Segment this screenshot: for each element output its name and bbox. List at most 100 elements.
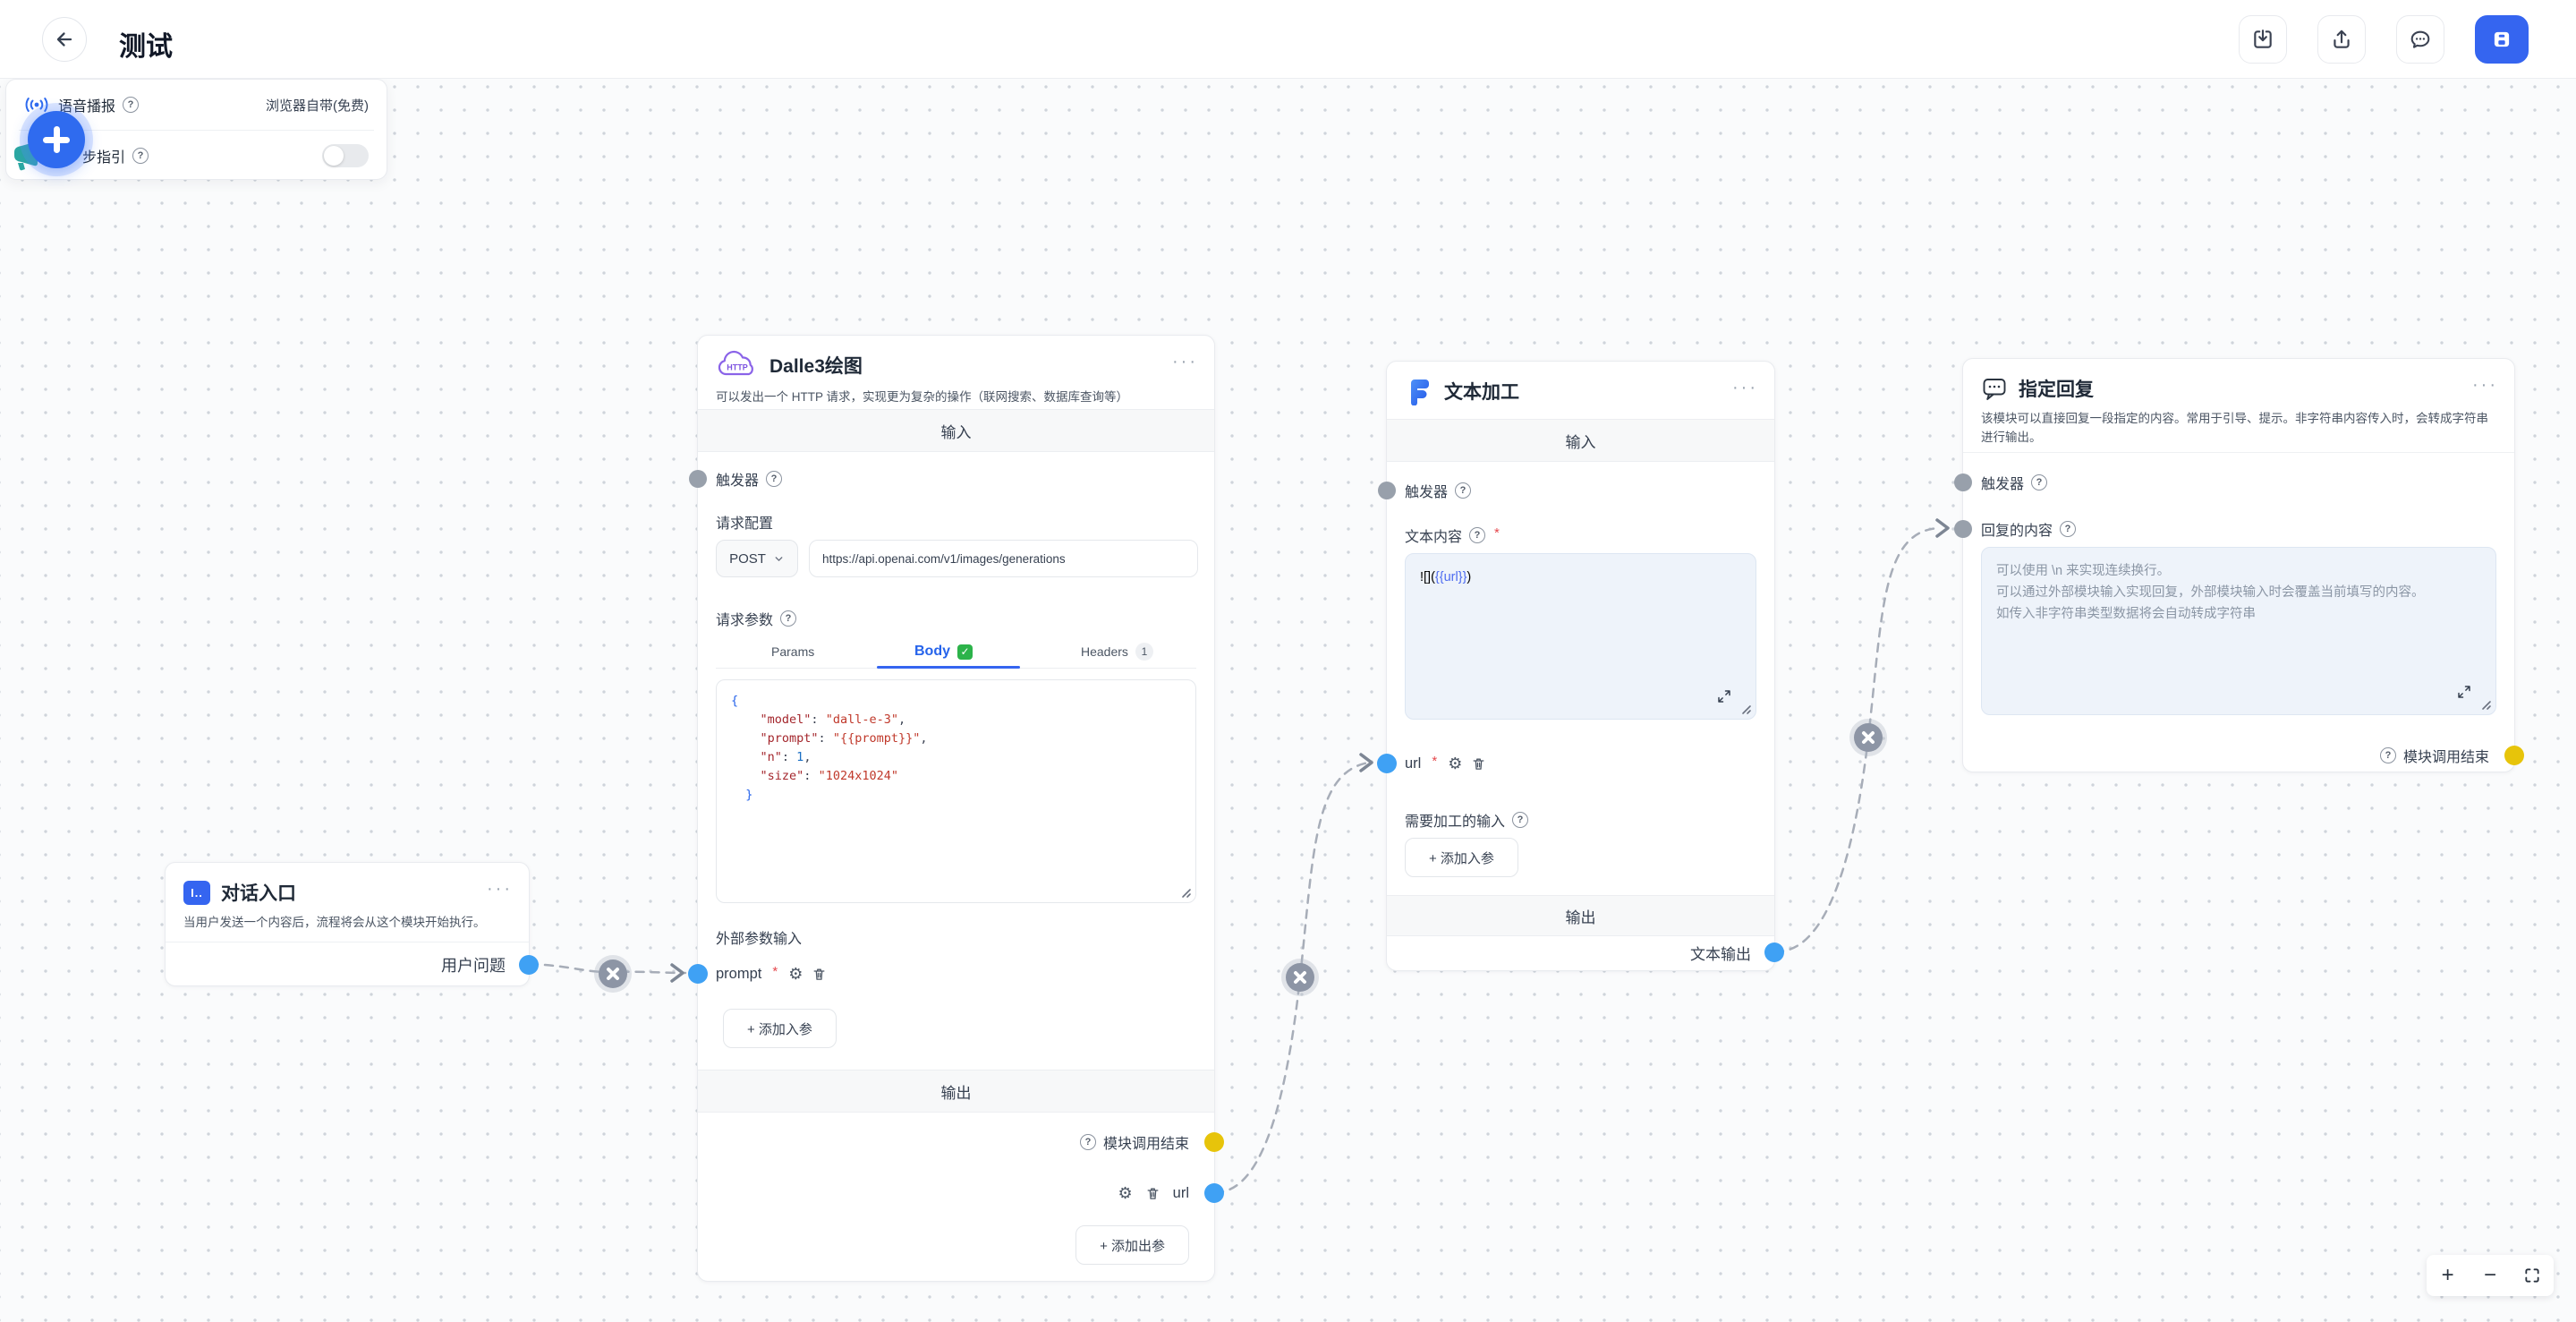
input-section-header: 输入 <box>1387 419 1774 462</box>
zoom-controls: + − <box>2427 1255 2554 1296</box>
guide-toggle[interactable] <box>322 144 369 167</box>
zoom-out-button[interactable]: − <box>2483 1263 2496 1287</box>
method-select[interactable]: POST <box>716 540 798 577</box>
body-json-editor[interactable]: { "model": "dall-e-3", "prompt": "{{prom… <box>716 679 1196 903</box>
divider <box>1963 452 2514 453</box>
close-icon <box>607 968 619 980</box>
resize-handle-icon[interactable] <box>1738 701 1752 715</box>
more-menu-button[interactable]: ··· <box>2472 375 2498 395</box>
wire-arrow-icon <box>1359 753 1373 772</box>
arrow-left-icon <box>56 32 72 47</box>
resize-handle-icon[interactable] <box>2478 696 2492 711</box>
url-input-port[interactable] <box>1377 754 1397 773</box>
fit-screen-icon <box>2525 1268 2539 1283</box>
help-icon[interactable]: ? <box>1455 482 1472 499</box>
trash-icon[interactable] <box>812 967 827 982</box>
required-mark: * <box>1432 753 1438 769</box>
prompt-input-port[interactable] <box>688 964 708 984</box>
reply-content-textarea[interactable]: 可以使用 \n 来实现连续换行。 可以通过外部模块输入实现回复，外部模块输入时会… <box>1981 547 2496 715</box>
add-input-param-button[interactable]: + 添加入参 <box>723 1009 837 1048</box>
wire-delete-button[interactable] <box>1281 959 1319 996</box>
help-icon[interactable]: ? <box>132 148 149 164</box>
import-icon <box>2254 30 2272 48</box>
more-menu-button[interactable]: ··· <box>1732 378 1758 397</box>
http-cloud-icon: HTTP <box>718 350 753 376</box>
feedback-button[interactable] <box>2396 15 2444 64</box>
more-menu-button[interactable]: ··· <box>1172 352 1198 371</box>
wire-delete-button[interactable] <box>594 955 632 993</box>
help-icon[interactable]: ? <box>2379 747 2396 763</box>
save-button[interactable] <box>2475 15 2529 64</box>
help-icon[interactable]: ? <box>1079 1134 1096 1150</box>
help-icon[interactable]: ? <box>2031 474 2048 490</box>
required-mark: * <box>1494 525 1500 541</box>
plus-icon <box>53 126 60 153</box>
trash-icon[interactable] <box>1145 1186 1160 1201</box>
tab-headers[interactable]: Headers 1 <box>1081 636 1153 667</box>
add-input-param-button[interactable]: + 添加入参 <box>1405 838 1518 877</box>
headers-count-badge: 1 <box>1135 643 1153 661</box>
tab-params[interactable]: Params <box>771 644 815 659</box>
placeholder-line: 可以通过外部模块输入实现回复，外部模块输入时会覆盖当前填写的内容。 <box>1996 585 2425 600</box>
reply-content-port[interactable] <box>1954 520 1972 538</box>
close-icon <box>1862 731 1875 744</box>
node-text-process[interactable]: 文本加工 ··· 输入 触发器 ? 文本内容 ? * ![]({{url}}) … <box>1377 361 1784 971</box>
help-icon[interactable]: ? <box>2060 521 2077 537</box>
text-output-port[interactable] <box>1764 942 1784 962</box>
resize-handle-icon[interactable] <box>1177 884 1192 899</box>
output-section-header: 输出 <box>698 1070 1214 1113</box>
trigger-port[interactable] <box>1378 482 1396 499</box>
back-button[interactable] <box>42 17 87 62</box>
gear-icon[interactable]: ⚙ <box>1118 1184 1133 1202</box>
reply-content-label: 回复的内容 <box>1981 524 2053 539</box>
trash-icon[interactable] <box>1471 756 1486 772</box>
import-button[interactable] <box>2239 15 2287 64</box>
share-button[interactable] <box>2317 15 2366 64</box>
output-port[interactable] <box>519 955 539 975</box>
topbar: 测试 <box>0 0 2576 79</box>
active-tab-underline <box>877 666 1020 669</box>
node-entry[interactable]: I.. 对话入口 ··· 当用户发送一个内容后，流程将会从这个模块开始执行。 用… <box>165 862 539 986</box>
voice-broadcast-value[interactable]: 浏览器自带(免费) <box>266 98 369 114</box>
external-params-label: 外部参数输入 <box>716 932 803 947</box>
help-icon[interactable]: ? <box>1469 527 1486 543</box>
trigger-label: 触发器 <box>1981 477 2025 492</box>
fit-view-button[interactable] <box>2517 1258 2547 1293</box>
help-icon[interactable]: ? <box>780 610 797 627</box>
help-icon[interactable]: ? <box>766 471 783 487</box>
url-output-port[interactable] <box>1204 1183 1224 1203</box>
expand-icon[interactable] <box>2456 684 2472 700</box>
node-reply[interactable]: 指定回复 ··· 该模块可以直接回复一段指定的内容。常用于引导、提示。非字符串内… <box>1954 358 2524 772</box>
request-params-label: 请求参数 <box>716 613 774 628</box>
module-end-port[interactable] <box>2504 746 2524 765</box>
broadcast-icon <box>25 98 48 112</box>
zoom-in-button[interactable]: + <box>2441 1263 2454 1287</box>
tab-body[interactable]: Body ✓ <box>914 636 973 667</box>
content-text: ![]({{url}}) <box>1420 570 1472 584</box>
process-input-label: 需要加工的输入 <box>1405 815 1506 830</box>
more-menu-button[interactable]: ··· <box>487 879 513 899</box>
trigger-port[interactable] <box>1954 473 1972 491</box>
node-title: 指定回复 <box>2019 380 2094 400</box>
url-input[interactable] <box>809 540 1198 577</box>
module-end-port[interactable] <box>1204 1132 1224 1152</box>
gear-icon[interactable]: ⚙ <box>1448 755 1463 772</box>
upload-icon <box>2334 30 2350 48</box>
voice-broadcast-row: 语音播报 ? 浏览器自带(免费) <box>6 80 387 130</box>
add-output-param-button[interactable]: + 添加出参 <box>1075 1225 1189 1265</box>
help-icon[interactable]: ? <box>1512 812 1529 828</box>
expand-icon[interactable] <box>1716 688 1732 704</box>
help-icon[interactable]: ? <box>123 97 140 113</box>
voice-broadcast-label: 语音播报 <box>58 99 116 115</box>
gear-icon[interactable]: ⚙ <box>788 965 803 983</box>
method-value: POST <box>729 550 766 567</box>
add-node-button[interactable] <box>28 111 85 168</box>
node-dalle3[interactable]: HTTP Dalle3绘图 ··· 可以发出一个 HTTP 请求，实现更为复杂的… <box>688 335 1224 1282</box>
text-content-textarea[interactable]: ![]({{url}}) <box>1405 553 1756 720</box>
param-name: prompt <box>716 965 762 982</box>
trigger-port[interactable] <box>689 470 707 488</box>
output-param-name: url <box>1172 1184 1189 1201</box>
wire-delete-button[interactable] <box>1849 719 1887 756</box>
check-icon: ✓ <box>957 644 973 660</box>
